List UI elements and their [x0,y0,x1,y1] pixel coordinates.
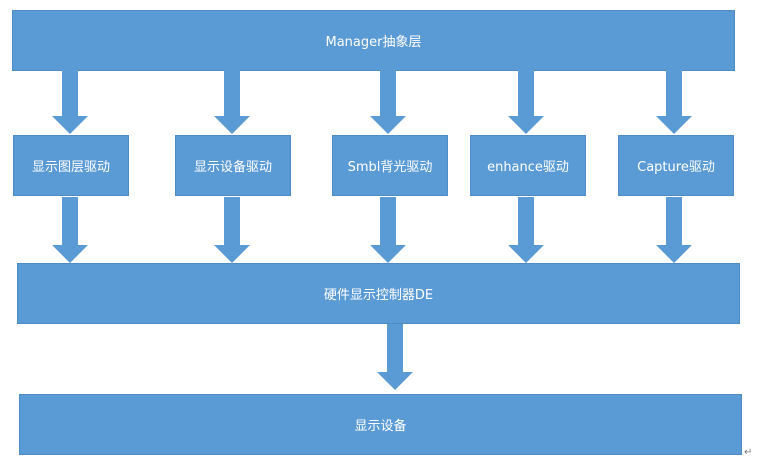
arrow-down-icon [508,197,544,263]
driver-box-smbl-backlight: Smbl背光驱动 [332,135,448,196]
driver-label: Capture驱动 [637,160,715,175]
display-device-box: 显示设备 [19,394,742,455]
driver-box-display-device: 显示设备驱动 [175,135,291,196]
driver-label: enhance驱动 [487,160,569,175]
hardware-controller-box: 硬件显示控制器DE [17,263,740,324]
manager-layer-box: Manager抽象层 [12,10,735,71]
manager-layer-label: Manager抽象层 [325,35,422,50]
arrow-down-icon [377,324,413,390]
driver-box-layer: 显示图层驱动 [13,135,129,196]
display-device-label: 显示设备 [354,419,407,434]
driver-label: 显示设备驱动 [193,160,272,175]
arrow-down-icon [370,197,406,263]
arrow-down-icon [214,70,250,134]
driver-box-capture: Capture驱动 [618,135,734,196]
hardware-controller-label: 硬件显示控制器DE [323,288,434,303]
driver-label: 显示图层驱动 [31,160,110,175]
arrow-down-icon [656,70,692,134]
arrow-down-icon [656,197,692,263]
paragraph-mark-icon: ↵ [744,447,753,458]
driver-label: Smbl背光驱动 [347,160,433,175]
arrow-down-icon [370,70,406,134]
arrow-down-icon [52,70,88,134]
arrow-down-icon [214,197,250,263]
arrow-down-icon [52,197,88,263]
driver-box-enhance: enhance驱动 [470,135,586,196]
arrow-down-icon [508,70,544,134]
